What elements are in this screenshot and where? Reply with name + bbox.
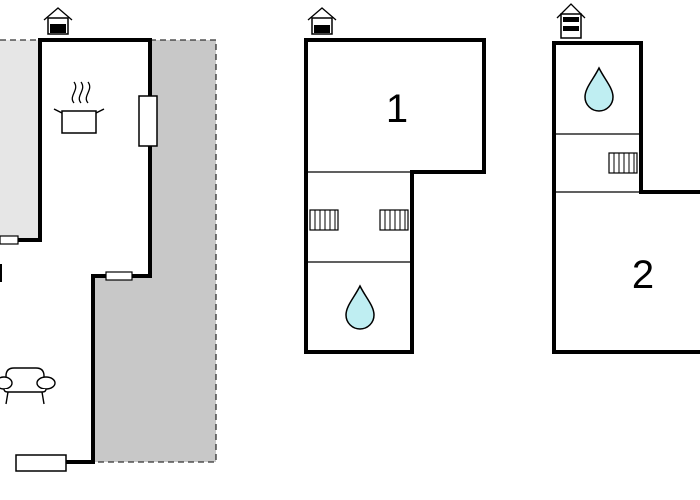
floor-2-plan: 2 <box>552 3 700 354</box>
radiator-icon <box>608 152 638 174</box>
outdoor-area-left <box>0 40 40 240</box>
house-icon <box>556 3 586 39</box>
window <box>105 271 133 281</box>
terrace-area <box>93 40 216 462</box>
entrance-house-icon <box>43 7 73 35</box>
window <box>138 95 158 147</box>
radiator-icon <box>309 209 339 231</box>
ground-floor-walls <box>0 38 152 464</box>
wall-stub <box>0 264 2 282</box>
house-icon <box>307 7 337 35</box>
window <box>15 454 67 472</box>
water-drop-icon <box>345 284 375 330</box>
radiator-icon <box>379 209 409 231</box>
floor-2-label: 2 <box>632 253 654 297</box>
floor-1-label: 1 <box>386 87 408 131</box>
cooking-pot-icon <box>53 81 105 134</box>
window <box>0 235 19 245</box>
terrace-dashed-outline <box>93 39 217 463</box>
floor-1-plan: 1 <box>304 7 486 354</box>
water-drop-icon <box>584 66 614 112</box>
floor-2-walls <box>552 41 700 354</box>
sofa-icon <box>0 367 56 405</box>
ground-floor-plan <box>0 7 217 472</box>
